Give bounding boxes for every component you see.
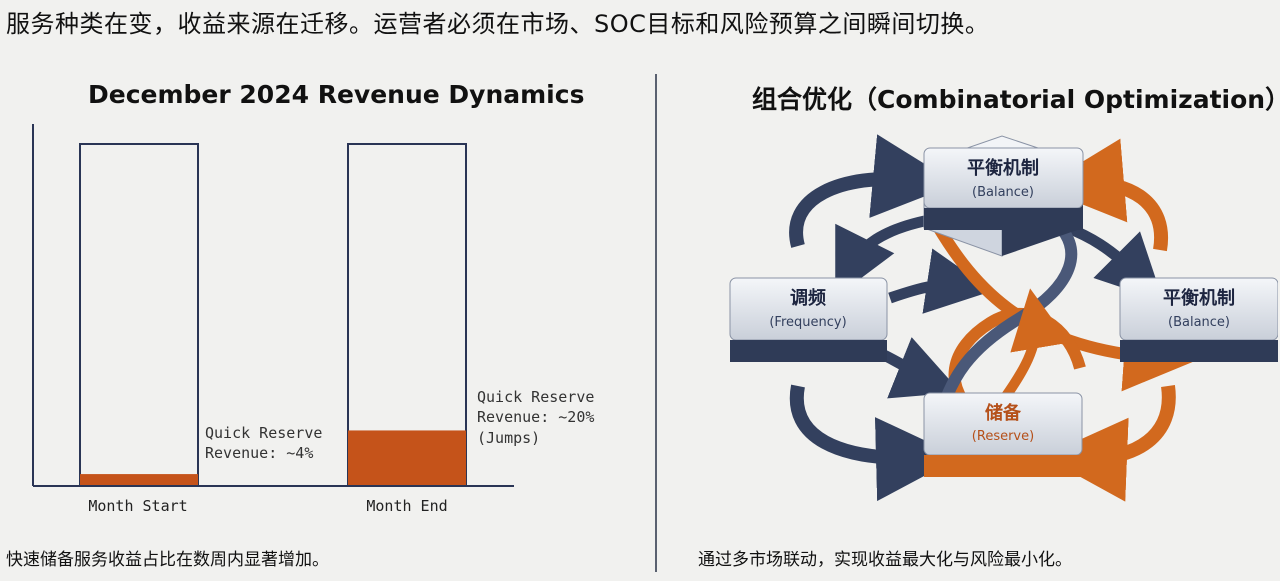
svg-text:(Reserve): (Reserve) (972, 429, 1034, 444)
data-label-month-end: Quick Reserve Revenue: ~20% (Jumps) (477, 388, 594, 447)
node-top-balance: 平衡机制 (Balance) (922, 135, 1085, 257)
arrow-navy (888, 248, 993, 314)
bar-outline (79, 143, 199, 486)
svg-text:调频: 调频 (790, 287, 826, 309)
chart-title: December 2024 Revenue Dynamics (88, 80, 585, 109)
x-tick-label: Month Start (88, 497, 187, 515)
svg-text:(Balance): (Balance) (1168, 315, 1230, 330)
diagram-caption: 通过多市场联动，实现收益最大化与风险最小化。 (698, 550, 1072, 570)
optimization-diagram: 平衡机制 (Balance) 调频 (Frequency) 平衡机制 (Bala… (729, 134, 1278, 502)
svg-text:(Jumps): (Jumps) (477, 429, 540, 447)
data-label-month-start: Quick Reserve Revenue: ~4% (205, 424, 322, 462)
panel-divider (655, 74, 657, 572)
x-tick-label: Month End (366, 497, 447, 515)
svg-text:平衡机制: 平衡机制 (1163, 287, 1235, 309)
bar-month-end (347, 143, 467, 486)
arrow-navy (789, 134, 957, 248)
arrow-navy (789, 384, 960, 502)
node-bottom-reserve: 储备 (Reserve) (923, 392, 1083, 477)
svg-text:平衡机制: 平衡机制 (967, 157, 1039, 179)
arrow-navy (877, 337, 961, 399)
svg-text:(Balance): (Balance) (972, 185, 1034, 200)
chart-caption: 快速储备服务收益占比在数周内显著增加。 (6, 550, 329, 570)
svg-text:Quick Reserve: Quick Reserve (205, 424, 322, 442)
svg-text:储备: 储备 (984, 402, 1022, 424)
svg-text:Quick Reserve: Quick Reserve (477, 388, 594, 406)
arrow-navy (835, 212, 941, 298)
svg-text:(Frequency): (Frequency) (769, 315, 846, 330)
bar-fill (348, 430, 466, 485)
node-right-balance: 平衡机制 (Balance) (1119, 277, 1278, 362)
svg-text:Revenue: ~20%: Revenue: ~20% (477, 408, 594, 426)
arrow-orange (1043, 385, 1176, 502)
arrow-orange (924, 210, 1196, 392)
bar-month-start (79, 143, 199, 486)
revenue-bar-chart: Month Start Month End Quick Reserve Reve… (32, 124, 594, 515)
diagram-title: 组合优化（Combinatorial Optimization） (752, 85, 1280, 114)
bar-fill (80, 474, 198, 485)
svg-text:Revenue: ~4%: Revenue: ~4% (205, 444, 313, 462)
node-left-frequency: 调频 (Frequency) (729, 277, 888, 362)
page-headline: 服务种类在变，收益来源在迁移。运营者必须在市场、SOC目标和风险预算之间瞬间切换… (6, 10, 990, 38)
